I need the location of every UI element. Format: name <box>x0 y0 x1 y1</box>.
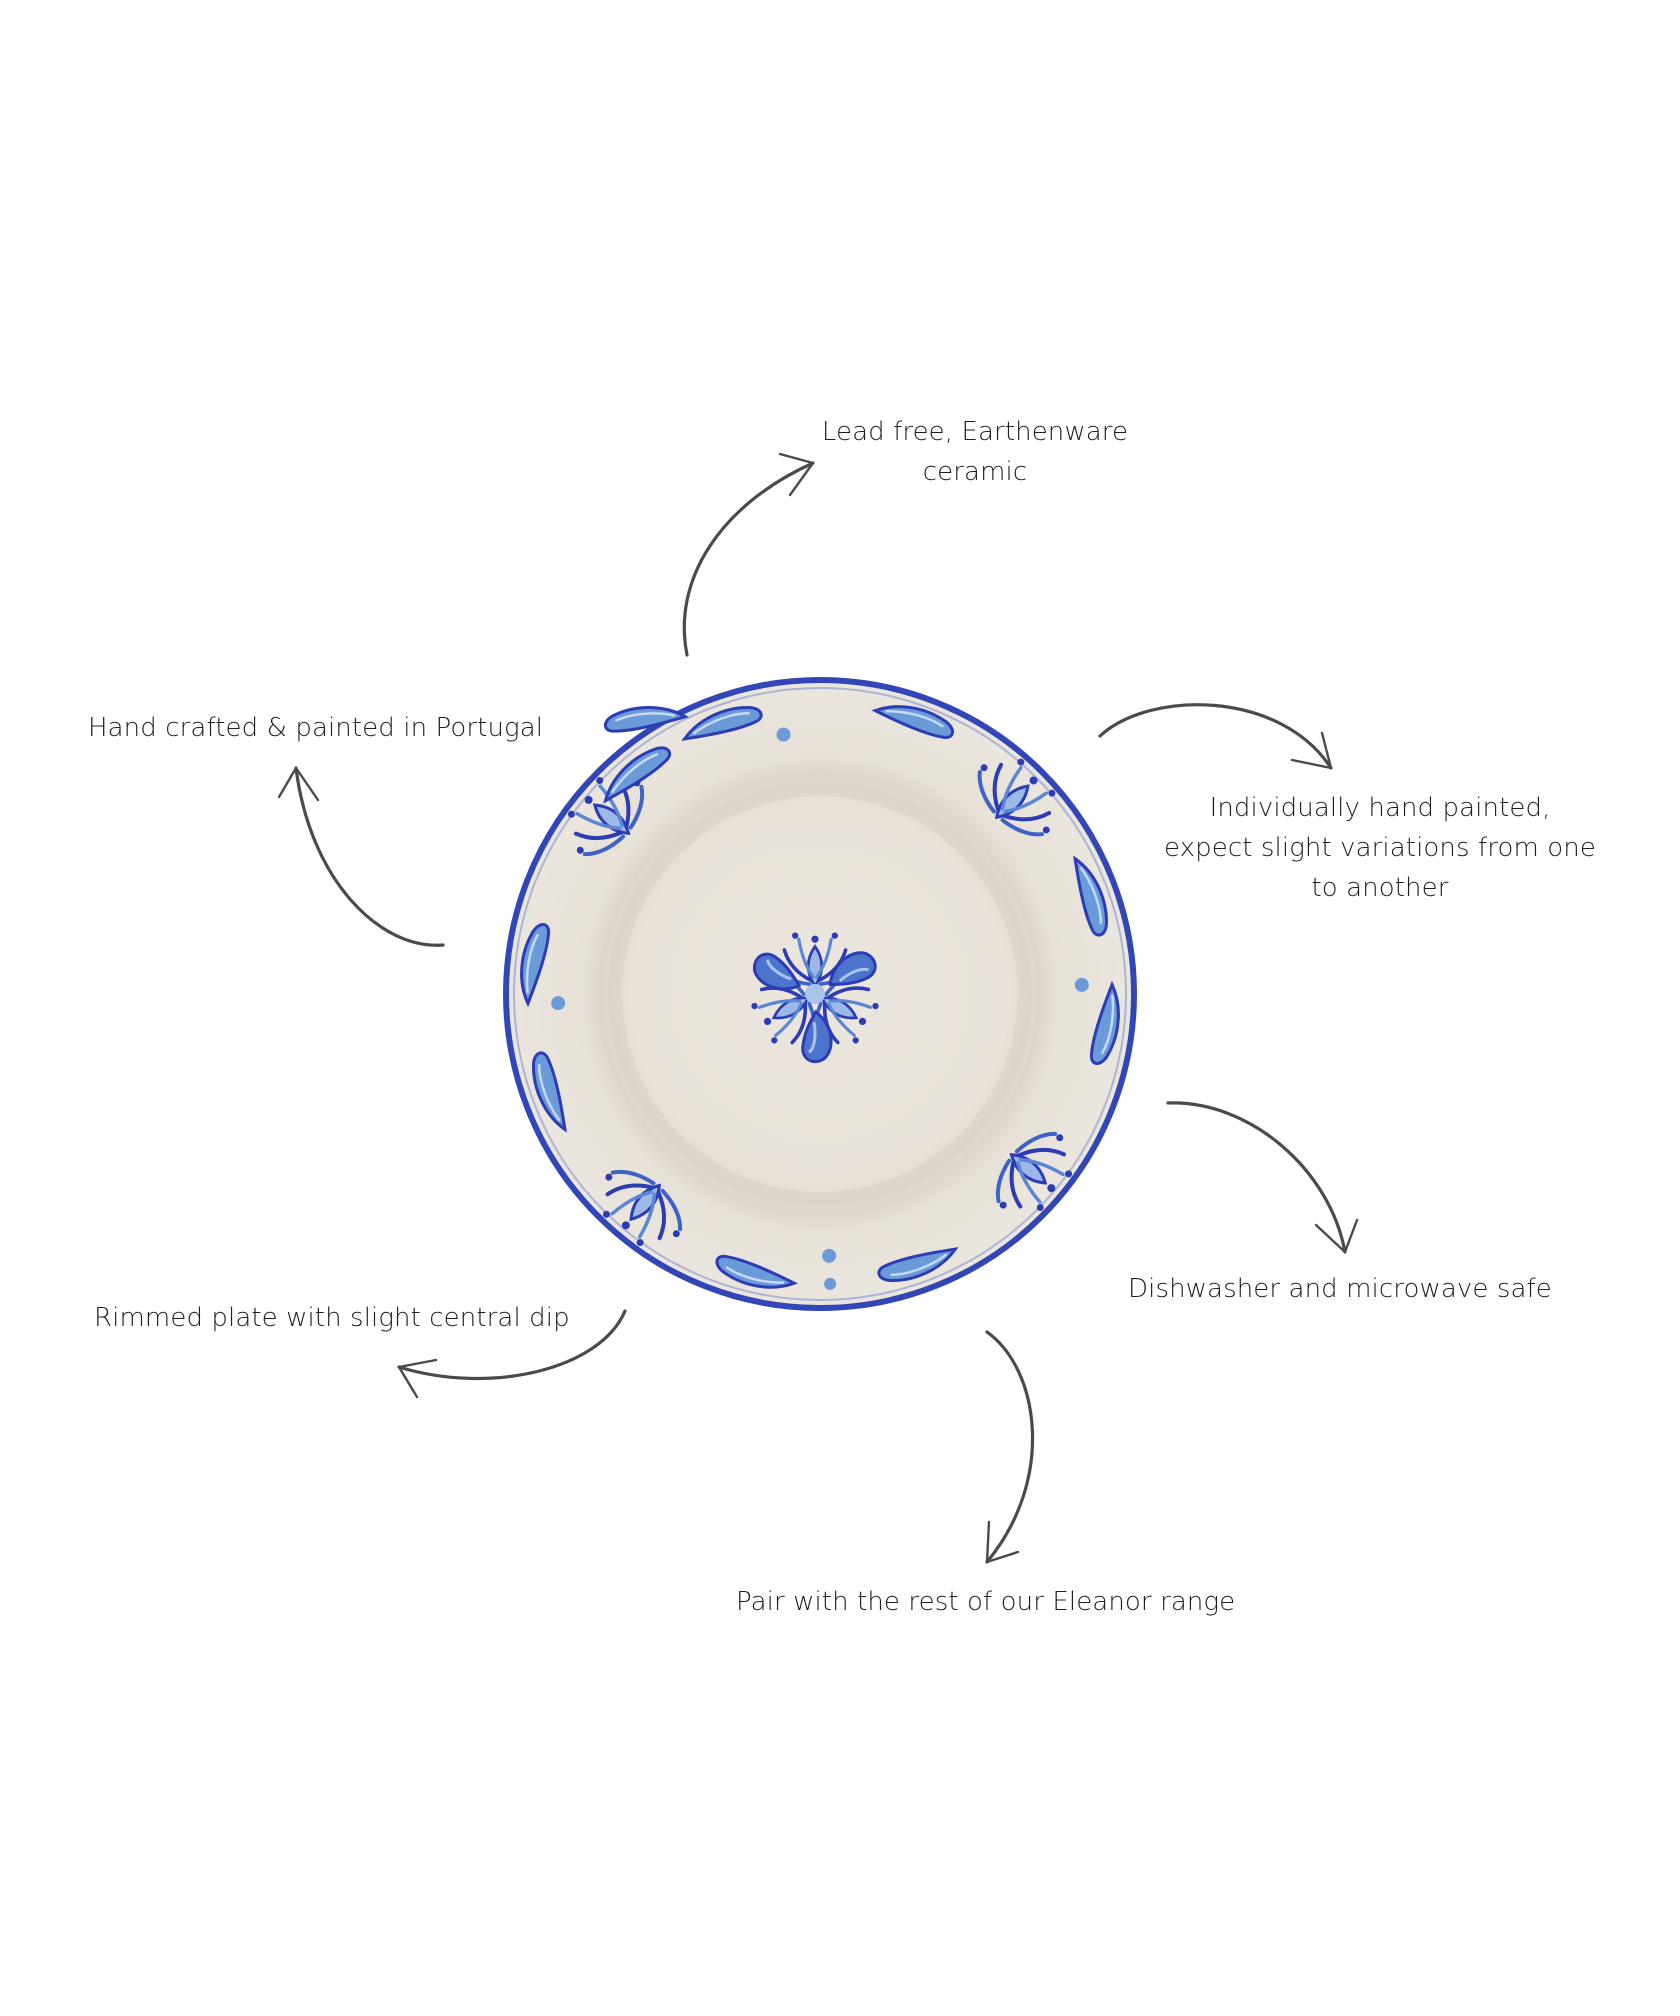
feature-material-line-2: ceramic <box>922 457 1028 487</box>
arrow-to-care <box>1166 1101 1359 1254</box>
arrow-to-shape <box>397 1309 627 1399</box>
feature-shape-line-1: Rimmed plate with slight central dip <box>94 1303 570 1333</box>
feature-material-line-1: Lead free, Earthenware <box>821 417 1129 447</box>
feature-origin: Hand crafted & painted in Portugal <box>88 708 543 748</box>
feature-variation: Individually hand painted, expect slight… <box>1160 788 1600 908</box>
arrow-to-origin <box>277 766 445 947</box>
feature-range: Pair with the rest of our Eleanor range <box>736 1582 1235 1622</box>
feature-variation-line-3: to another <box>1311 873 1449 903</box>
arrow-to-material <box>682 452 815 657</box>
feature-variation-line-1: Individually hand painted, <box>1209 793 1551 823</box>
feature-range-line-1: Pair with the rest of our Eleanor range <box>736 1587 1236 1617</box>
feature-care: Dishwasher and microwave safe <box>1128 1269 1552 1309</box>
feature-material: Lead free, Earthenware ceramic <box>775 412 1175 492</box>
feature-variation-line-2: expect slight variations from one <box>1164 833 1596 863</box>
arrow-to-variation <box>1098 703 1333 770</box>
feature-care-line-1: Dishwasher and microwave safe <box>1128 1274 1552 1304</box>
feature-origin-line-1: Hand crafted & painted in Portugal <box>88 713 544 743</box>
arrow-to-range <box>985 1330 1035 1564</box>
feature-shape: Rimmed plate with slight central dip <box>94 1298 570 1338</box>
plate-image <box>503 677 1137 1311</box>
